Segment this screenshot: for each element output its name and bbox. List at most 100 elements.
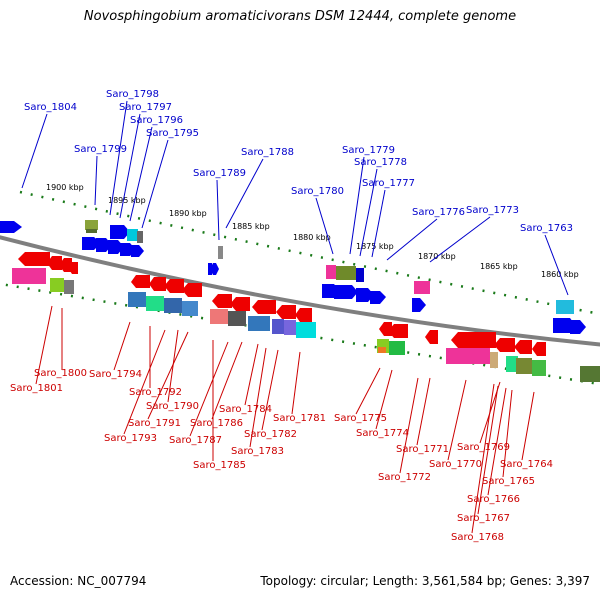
gene-label-bottom[interactable]: Saro_1781 (273, 413, 326, 424)
kbp-label: 1895 kbp (108, 196, 146, 205)
gene-arrow (570, 320, 586, 334)
gene-arrow (252, 300, 276, 314)
leader-line (371, 189, 386, 258)
gene-arrow (18, 252, 50, 266)
gene-label-top[interactable]: Saro_1773 (466, 205, 519, 216)
gene-block (146, 296, 164, 311)
gene-label-bottom[interactable]: Saro_1774 (356, 428, 409, 439)
gene-block (228, 311, 246, 326)
leader-line (502, 389, 513, 478)
gene-label-bottom[interactable]: Saro_1772 (378, 472, 431, 483)
gene-arrow (494, 338, 515, 352)
gene-label-bottom[interactable]: Saro_1786 (190, 418, 243, 429)
gene-label-bottom[interactable]: Saro_1768 (451, 532, 504, 543)
gene-block (378, 347, 386, 353)
gene-label-bottom[interactable]: Saro_1770 (429, 459, 482, 470)
gene-label-top[interactable]: Saro_1777 (362, 178, 415, 189)
gene-label-bottom[interactable]: Saro_1783 (231, 446, 284, 457)
gene-arrow (230, 297, 250, 311)
gene-label-bottom[interactable]: Saro_1785 (193, 460, 246, 471)
leader-line (113, 321, 131, 371)
leader-line (477, 385, 499, 515)
leader-line (119, 113, 141, 219)
gene-label-top[interactable]: Saro_1799 (74, 144, 127, 155)
gene-arrow (425, 330, 438, 344)
gene-label-bottom[interactable]: Saro_1793 (104, 433, 157, 444)
gene-label-top[interactable]: Saro_1789 (193, 168, 246, 179)
gene-block (356, 268, 364, 282)
genome-title: Novosphingobium aromaticivorans DSM 1244… (83, 9, 517, 24)
leader-line (359, 168, 378, 257)
gene-block (128, 292, 146, 307)
gene-label-bottom[interactable]: Saro_1782 (244, 429, 297, 440)
gene-block (336, 266, 356, 280)
gene-block (127, 229, 138, 241)
gene-arrow (164, 279, 184, 293)
gene-arrow (295, 308, 312, 322)
gene-arrow (412, 298, 426, 312)
gene-arrow (182, 283, 202, 297)
gene-label-bottom[interactable]: Saro_1792 (129, 387, 182, 398)
gene-label-bottom[interactable]: Saro_1787 (169, 435, 222, 446)
leader-line (487, 387, 507, 496)
gene-block (446, 348, 490, 364)
gene-arrow (47, 256, 62, 270)
gene-label-top[interactable]: Saro_1780 (291, 186, 344, 197)
gene-label-bottom[interactable]: Saro_1765 (482, 476, 535, 487)
gene-block (284, 320, 296, 335)
kbp-label: 1890 kbp (169, 209, 207, 218)
gene-arrow (388, 324, 408, 338)
gene-arrow (110, 225, 130, 239)
gene-label-top[interactable]: Saro_1804 (24, 102, 77, 113)
gene-block (532, 360, 546, 376)
gene-block (506, 356, 518, 372)
leader-line (249, 347, 267, 448)
gene-label-top[interactable]: Saro_1778 (354, 157, 407, 168)
gene-label-bottom[interactable]: Saro_1771 (396, 444, 449, 455)
gene-label-top[interactable]: Saro_1797 (119, 102, 172, 113)
gene-block (64, 280, 74, 294)
gene-label-bottom[interactable]: Saro_1800 (34, 368, 87, 379)
gene-arrow (149, 277, 166, 291)
gene-label-bottom[interactable]: Saro_1790 (146, 401, 199, 412)
gene-arrow (212, 294, 232, 308)
gene-arrow (276, 305, 296, 319)
leader-line (109, 100, 128, 216)
gene-block (389, 341, 405, 355)
gene-label-bottom[interactable]: Saro_1767 (457, 513, 510, 524)
gene-arrow (131, 245, 144, 257)
gene-block (12, 268, 46, 284)
gene-label-bottom[interactable]: Saro_1784 (219, 404, 272, 415)
gene-arrow (131, 275, 150, 288)
leader-line (129, 126, 153, 222)
kbp-label: 1875 kbp (356, 242, 394, 251)
gene-label-top[interactable]: Saro_1795 (146, 128, 199, 139)
gene-label-top[interactable]: Saro_1788 (241, 147, 294, 158)
leader-line (399, 377, 419, 474)
gene-label-bottom[interactable]: Saro_1791 (128, 418, 181, 429)
leader-line (167, 329, 179, 403)
kbp-label: 1900 kbp (46, 183, 84, 192)
gene-arrow (68, 262, 78, 274)
gene-arrow (514, 340, 532, 354)
gene-label-bottom[interactable]: Saro_1766 (467, 494, 520, 505)
gene-label-top[interactable]: Saro_1779 (342, 145, 395, 156)
leader-line (521, 391, 535, 461)
gene-label-bottom[interactable]: Saro_1801 (10, 383, 63, 394)
gene-label-bottom[interactable]: Saro_1764 (500, 459, 553, 470)
gene-label-bottom[interactable]: Saro_1794 (89, 369, 142, 380)
gene-label-bottom[interactable]: Saro_1775 (334, 413, 387, 424)
leader-line (544, 234, 569, 296)
gene-label-top[interactable]: Saro_1763 (520, 223, 573, 234)
gene-label-bottom[interactable]: Saro_1769 (457, 442, 510, 453)
gene-block (86, 229, 97, 233)
gene-label-top[interactable]: Saro_1776 (412, 207, 465, 218)
leader-line (355, 367, 381, 415)
gene-block (490, 352, 498, 368)
gene-label-top[interactable]: Saro_1798 (106, 89, 159, 100)
leader-line (375, 369, 393, 430)
kbp-label: 1885 kbp (232, 222, 270, 231)
gene-arrow (370, 291, 386, 304)
gene-label-top[interactable]: Saro_1796 (130, 115, 183, 126)
leader-line (416, 377, 431, 446)
